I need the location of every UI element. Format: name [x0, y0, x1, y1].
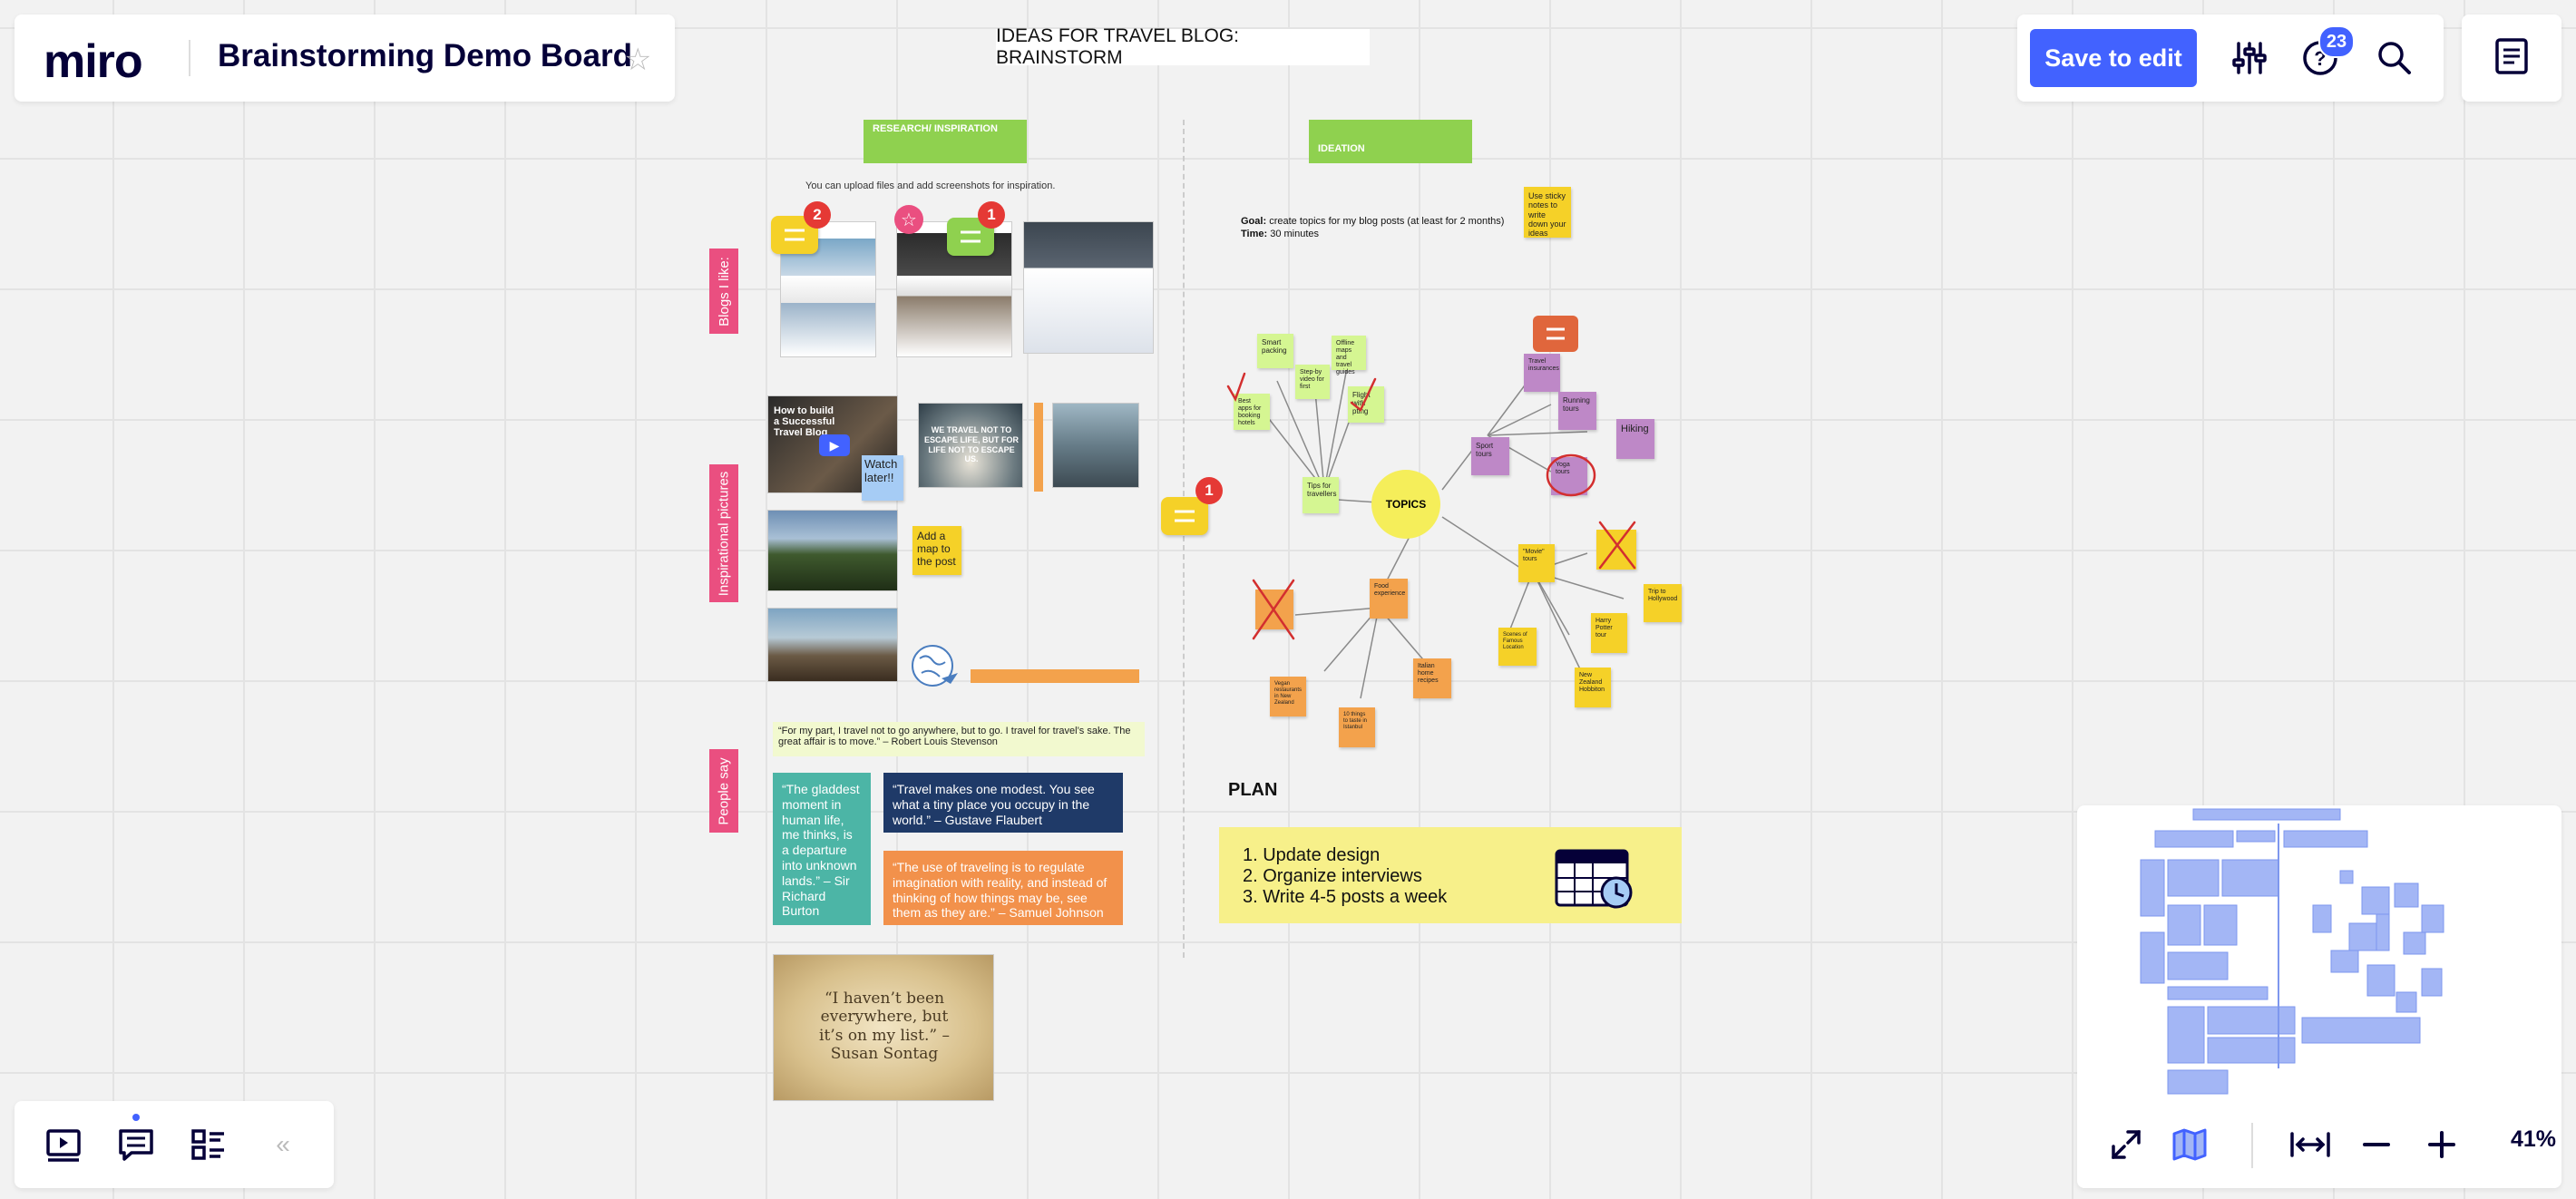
- search-icon[interactable]: [2373, 36, 2416, 80]
- minimap-panel: 41%: [2077, 805, 2561, 1188]
- miro-logo[interactable]: miro: [44, 35, 143, 88]
- zoom-out-icon[interactable]: [2356, 1125, 2396, 1165]
- present-icon[interactable]: [42, 1123, 85, 1166]
- sticky-note[interactable]: Food experience: [1370, 579, 1408, 619]
- zoom-in-icon[interactable]: [2422, 1125, 2462, 1165]
- sticky-note[interactable]: Add a map to the post: [912, 526, 961, 575]
- sticky-note[interactable]: Smart packing: [1257, 334, 1293, 368]
- goal-text[interactable]: Goal: create topics for my blog posts (a…: [1241, 216, 1505, 240]
- sticky-note[interactable]: Running tours: [1558, 392, 1596, 430]
- sticky-note[interactable]: Travel insurances: [1524, 354, 1560, 392]
- star-icon[interactable]: ☆: [624, 43, 652, 77]
- notes-panel: [2462, 15, 2561, 102]
- sticky-note[interactable]: Scenes of Famous Location: [1498, 628, 1537, 666]
- comment-icon[interactable]: [1161, 497, 1208, 535]
- sticky-note[interactable]: Use sticky notes to write down your idea…: [1524, 187, 1571, 238]
- map-quote-image[interactable]: “I haven’t been everywhere, but it’s on …: [773, 954, 994, 1101]
- sticky-note[interactable]: "Movie" tours: [1518, 544, 1555, 582]
- orange-bar[interactable]: [971, 669, 1139, 683]
- minimap[interactable]: [2077, 805, 2561, 1096]
- fit-width-icon[interactable]: [2288, 1125, 2333, 1165]
- column-divider: [1183, 120, 1185, 958]
- landscape-image[interactable]: [767, 510, 898, 591]
- poster-text: WE TRAVEL NOT TO ESCAPE LIFE, BUT FOR LI…: [924, 425, 1020, 464]
- comment-icon[interactable]: [771, 216, 818, 254]
- blog-screenshot[interactable]: [1023, 221, 1154, 354]
- mountain-image[interactable]: [1052, 403, 1139, 488]
- board-title[interactable]: Brainstorming Demo Board: [218, 38, 632, 73]
- sticky-note[interactable]: Step-by video for first: [1295, 365, 1330, 399]
- hiker-image[interactable]: [767, 608, 898, 682]
- sticky-note[interactable]: Yoga tours: [1551, 457, 1587, 495]
- activity-dot: [132, 1114, 140, 1121]
- sticky-note[interactable]: New Zealand Hobbiton: [1575, 668, 1611, 707]
- plan-title[interactable]: PLAN: [1228, 780, 1278, 800]
- comment-count-badge: 2: [804, 201, 831, 229]
- zoom-level[interactable]: 41%: [2511, 1126, 2557, 1152]
- plan-item: 3. Write 4-5 posts a week: [1243, 887, 1448, 907]
- quote-card[interactable]: “The gladdest moment in human life, me t…: [773, 773, 871, 925]
- sticky-note[interactable]: Hiking: [1616, 419, 1654, 459]
- quote-sticky[interactable]: “For my part, I travel not to go anywher…: [773, 722, 1145, 756]
- bottom-toolbar: «: [15, 1101, 334, 1188]
- globe-icon[interactable]: [907, 640, 961, 689]
- sticky-note[interactable]: Sport tours: [1471, 437, 1509, 475]
- board-heading[interactable]: IDEAS FOR TRAVEL BLOG: BRAINSTORM: [996, 25, 1370, 68]
- pictures-label[interactable]: Inspirational pictures: [709, 464, 738, 602]
- star-reaction-icon[interactable]: ☆: [894, 205, 923, 234]
- notes-icon[interactable]: [2494, 37, 2529, 80]
- sticky-note[interactable]: Italian home recipes: [1413, 658, 1451, 698]
- map-quote-text: “I haven’t been everywhere, but it’s on …: [819, 989, 950, 1064]
- collapse-icon[interactable]: «: [276, 1130, 290, 1158]
- ideation-label[interactable]: IDEATION: [1309, 120, 1472, 163]
- plan-item: 2. Organize interviews: [1243, 866, 1422, 886]
- calendar-icon: [1553, 842, 1636, 911]
- quote-card[interactable]: “Travel makes one modest. You see what a…: [883, 773, 1123, 833]
- people-label[interactable]: People say: [709, 749, 738, 833]
- sticky-note[interactable]: 10 things to taste in Istanbul: [1339, 707, 1375, 747]
- play-icon[interactable]: ▶: [819, 434, 850, 456]
- sticky-note[interactable]: Vegan restaurants in New Zealand: [1270, 677, 1306, 716]
- sticky-note[interactable]: Offline maps and travel guides: [1332, 336, 1366, 375]
- comment-count-badge: 1: [978, 201, 1005, 229]
- notification-badge: 23: [2318, 25, 2355, 58]
- sticky-note[interactable]: Harry Potter tour: [1591, 613, 1627, 653]
- orange-bar[interactable]: [1034, 403, 1043, 492]
- plan-item: 1. Update design: [1243, 845, 1381, 865]
- comment-count-badge: 1: [1195, 477, 1223, 504]
- research-label[interactable]: RESEARCH/ INSPIRATION: [864, 120, 1027, 163]
- quote-poster-image[interactable]: WE TRAVEL NOT TO ESCAPE LIFE, BUT FOR LI…: [918, 403, 1023, 488]
- sticky-note[interactable]: Best apps for booking hotels: [1234, 394, 1270, 430]
- header-divider: [189, 40, 190, 76]
- blogs-label[interactable]: Blogs I like:: [709, 249, 738, 334]
- map-icon[interactable]: [2170, 1125, 2210, 1165]
- settings-sliders-icon[interactable]: [2228, 36, 2271, 80]
- video-caption: How to build a Successful Travel Blog: [774, 405, 835, 438]
- sticky-note[interactable]: Trip to Hollywood: [1644, 584, 1682, 622]
- fullscreen-icon[interactable]: [2106, 1125, 2146, 1165]
- toolbar-panel: Save to edit ? 23: [2017, 15, 2444, 102]
- sticky-note[interactable]: Tips for travellers: [1303, 477, 1339, 513]
- comment-icon[interactable]: [1533, 316, 1578, 352]
- save-to-edit-button[interactable]: Save to edit: [2030, 29, 2197, 87]
- hand-drawn-marks: [1226, 372, 1636, 640]
- board-list-icon[interactable]: [187, 1123, 230, 1166]
- topics-node[interactable]: TOPICS: [1371, 470, 1440, 539]
- board-header-panel: miro Brainstorming Demo Board ☆: [15, 15, 675, 102]
- quote-card[interactable]: “The use of traveling is to regulate ima…: [883, 851, 1123, 925]
- sticky-note[interactable]: Watch later!!: [862, 455, 903, 501]
- comments-icon[interactable]: [114, 1123, 158, 1166]
- minimap-divider: [2251, 1123, 2253, 1168]
- upload-hint[interactable]: You can upload files and add screenshots…: [805, 180, 1056, 191]
